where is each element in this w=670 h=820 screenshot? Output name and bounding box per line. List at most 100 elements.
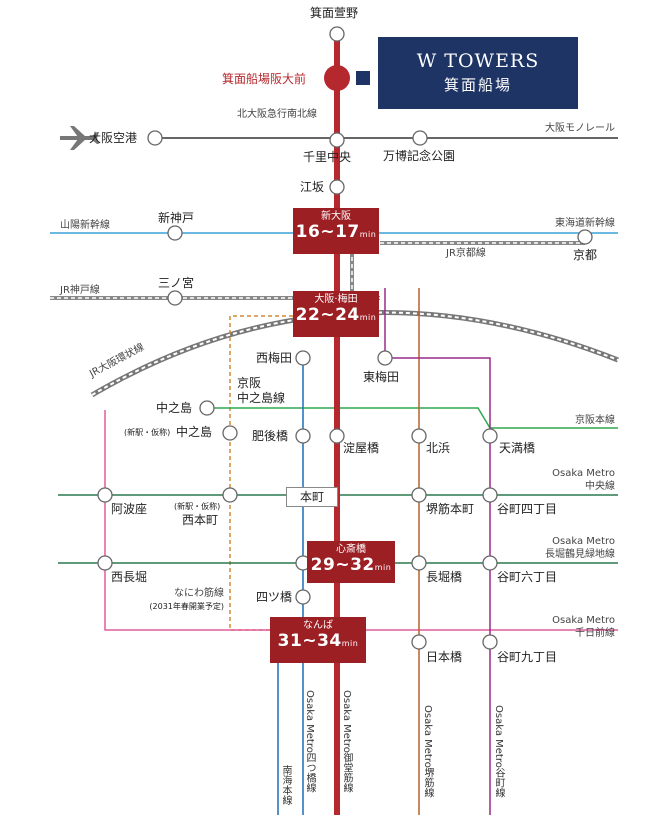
badge-name: なんば [303,620,333,631]
label-tokaido-shinkansen: 東海道新幹線 [555,218,615,229]
badge-time: 16~17 [295,222,360,242]
label-tanimachi-line: Osaka Metro谷町線 [493,705,504,798]
label-minoh-semba: 箕面船場阪大前 [222,72,307,86]
keihan-main-line [207,407,618,429]
station-nishi-nagahori [97,555,113,571]
station-minoh-kayano [329,26,345,42]
badge-shinsaibashi: 心斎橋 29~32min [307,541,395,583]
station-tanimachi-6 [482,555,498,571]
label-new-nakanoshima: 中之島 [176,425,213,439]
tanimachi-line [385,357,491,815]
station-banpaku [412,130,428,146]
brand-connector [356,71,370,85]
label-tanimachi-9: 谷町九丁目 [497,650,558,664]
badge-name: 心斎橋 [336,544,366,555]
label-esaka: 江坂 [300,180,325,194]
badge-name: 大阪·梅田 [314,294,358,305]
label-keihan-nakanoshima-1: 京阪 [237,376,262,390]
label-monorail: 大阪モノレール [545,123,615,134]
label-nishi-umeda: 西梅田 [256,351,293,365]
badge-namba: なんば 31~34min [270,617,366,663]
badge-unit: min [359,230,377,239]
label-nankai: 南海本線 [280,765,291,805]
station-sakaisuji-honmachi [411,487,427,503]
label-jr-kobe: JR神戸線 [60,285,100,296]
station-tanimachi-9 [482,634,498,650]
label-nagahori-1: Osaka Metro [552,536,615,547]
station-osaka-airport [147,130,163,146]
naniwa-line [229,315,293,631]
label-nishi-nagahori: 西長堀 [111,570,148,584]
label-yodoyabashi: 淀屋橋 [343,441,380,455]
station-nipponbashi [411,634,427,650]
station-esaka [329,179,345,195]
label-nagahori-2: 長堀鶴見緑地線 [545,549,615,560]
station-nagahoribashi [411,555,427,571]
label-higobashi: 肥後橋 [252,429,289,443]
label-nishi-honmachi: 西本町 [182,513,219,527]
station-honmachi: 本町 [286,487,338,507]
brand-subtitle: 箕面船場 [443,76,512,94]
station-higobashi [295,428,311,444]
label-shin-kobe: 新神戸 [158,211,195,225]
badge-umeda: 大阪·梅田 22~24min [293,291,379,337]
station-shin-kobe [167,225,183,241]
label-yotsubashi-line: Osaka Metro四つ橋線 [304,690,315,793]
station-senri-chuo [329,132,345,148]
badge-unit: min [374,563,392,572]
station-yodoyabashi [329,428,345,444]
station-new-nakanoshima [222,425,238,441]
station-awaza [97,487,113,503]
badge-time: 31~34 [277,631,342,651]
label-midosuji-line: Osaka Metro御堂筋線 [341,690,352,793]
label-tanimachi-6: 谷町六丁目 [497,570,558,584]
badge-unit: min [359,313,377,322]
airplane-icon [60,126,99,150]
label-kyoto: 京都 [573,248,598,262]
label-sakaisuji-honmachi: 堺筋本町 [426,502,475,516]
label-sennichimae-1: Osaka Metro [552,615,615,626]
label-naniwa-note: (2031年春開業予定) [149,602,224,611]
label-awaza: 阿波座 [111,502,148,516]
station-kyoto [577,229,593,245]
badge-shin-osaka: 新大阪 16~17min [293,208,379,254]
label-keihan-main: 京阪本線 [575,415,615,426]
label-tenmabashi: 天満橋 [499,441,536,455]
label-nakanoshima: 中之島 [156,401,193,415]
label-tanimachi-4: 谷町四丁目 [497,502,558,516]
label-new-station-note-2: (新駅・仮称) [174,502,221,511]
label-osaka-airport: 大阪空港 [89,131,138,145]
label-sennichimae-2: 千日前線 [575,628,615,639]
station-nishi-umeda [295,350,311,366]
label-nagahoribashi: 長堀橋 [426,570,463,584]
label-nipponbashi: 日本橋 [426,650,463,664]
station-nakanoshima [199,400,215,416]
label-senri-chuo: 千里中央 [303,150,352,164]
label-kita-osaka-kyuko: 北大阪急行南北線 [237,109,317,120]
label-jr-kyoto: JR京都線 [446,248,486,259]
station-kitahama [411,428,427,444]
label-sanyo-shinkansen: 山陽新幹線 [60,220,110,231]
brand-title: W TOWERS [416,50,540,72]
loop-line-dash [91,311,619,396]
brand-box: W TOWERS 箕面船場 [378,37,578,109]
label-minoh-kayano: 箕面萱野 [310,6,359,20]
label-higashi-umeda: 東梅田 [363,370,400,384]
badge-unit: min [341,639,359,648]
badge-time: 22~24 [295,305,360,325]
station-minoh-semba [324,65,350,91]
label-chuo-1: Osaka Metro [552,468,615,479]
label-sakaisuji-line: Osaka Metro堺筋線 [422,705,433,798]
label-sannomiya: 三ノ宮 [158,276,195,290]
label-banpaku: 万博記念公園 [383,149,456,163]
label-kitahama: 北浜 [426,441,451,455]
label-naniwa: なにわ筋線 [174,588,224,599]
station-nishi-honmachi [222,487,238,503]
label-keihan-nakanoshima-2: 中之島線 [237,391,286,405]
label-chuo-2: 中央線 [585,481,615,492]
label-new-station-note: (新駅・仮称) [124,428,171,437]
label-yotsubashi: 四ツ橋 [256,590,293,604]
station-tenmabashi [482,428,498,444]
